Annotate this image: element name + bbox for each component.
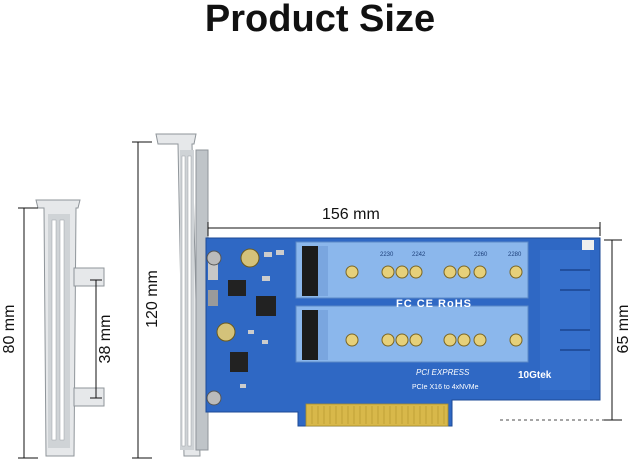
dim-156mm-line <box>207 222 601 236</box>
full-height-bracket <box>155 133 209 457</box>
full-height-label: 120 mm <box>144 270 161 328</box>
dim-120mm-line <box>132 141 152 459</box>
pci-logo: PCI EXPRESS <box>416 368 470 377</box>
slot-size-label: 2242 <box>412 252 426 258</box>
dim-65mm-line <box>604 239 622 421</box>
cert-marks: FC CE RoHS <box>396 298 472 310</box>
brand-logo: 10Gtek <box>518 370 552 381</box>
low-profile-height-label: 80 mm <box>1 304 18 354</box>
model-text: PCIe X16 to 4xNVMe <box>412 384 479 391</box>
low-profile-bracket <box>35 199 105 457</box>
slot-size-label: 2280 <box>508 252 522 258</box>
slot-size-label: 2230 <box>380 252 394 258</box>
slot-size-label: 2260 <box>474 252 488 258</box>
pcb-board <box>205 237 601 427</box>
dim-80mm-line <box>18 207 38 459</box>
card-height-label: 65 mm <box>615 304 632 354</box>
dim-38mm-line <box>90 279 102 399</box>
page-title: Product Size <box>204 0 436 40</box>
card-length-label: 156 mm <box>322 206 380 223</box>
slot-spacing-label: 38 mm <box>97 314 114 364</box>
